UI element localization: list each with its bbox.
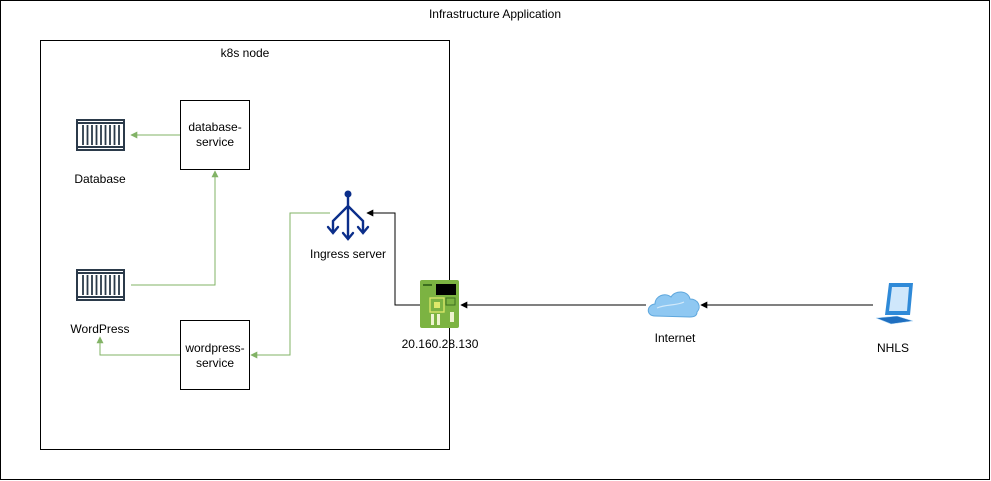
wordpress-service-box[interactable] bbox=[180, 320, 250, 390]
network-card-icon[interactable] bbox=[420, 280, 459, 328]
wordpress-service-label: wordpress- service bbox=[185, 341, 245, 370]
database-service-box[interactable] bbox=[180, 100, 250, 170]
k8s-node-title: k8s node bbox=[220, 46, 270, 60]
ingress-icon[interactable] bbox=[326, 190, 370, 241]
client-label: NHLS bbox=[876, 341, 909, 355]
ingress-label: Ingress server bbox=[309, 247, 387, 261]
edge-wordpress-to-db-service[interactable] bbox=[131, 170, 219, 286]
edge-ingress-to-wp-service[interactable] bbox=[250, 212, 330, 359]
internet-label: Internet bbox=[654, 331, 696, 345]
ip-label: 20.160.28.130 bbox=[401, 337, 479, 351]
container-icon[interactable] bbox=[76, 269, 125, 301]
container-icon[interactable] bbox=[76, 119, 125, 151]
wordpress-label: WordPress bbox=[70, 322, 130, 336]
cloud-icon[interactable] bbox=[647, 291, 700, 318]
laptop-icon[interactable] bbox=[875, 283, 914, 325]
database-label: Database bbox=[74, 172, 126, 186]
diagram-title: Infrastructure Application bbox=[428, 7, 562, 21]
edge-ip-to-ingress[interactable] bbox=[366, 209, 420, 306]
edge-wp-service-to-wordpress[interactable] bbox=[96, 336, 180, 356]
database-service-label: database- service bbox=[188, 120, 242, 149]
